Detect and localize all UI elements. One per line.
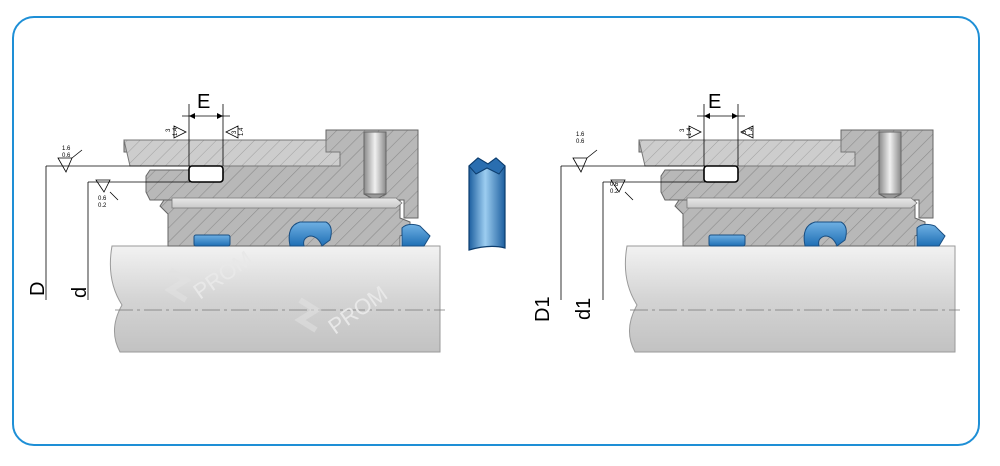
left-seal-assembly: [45, 103, 446, 353]
seal-profile: [468, 157, 506, 251]
right-e-label: E: [708, 91, 721, 113]
right-rough-inner-top: 0.6: [610, 182, 619, 188]
watermark-logo: [164, 267, 322, 333]
left-rough-inner-top: 0.6: [98, 196, 107, 202]
left-flank-right-bottom: 1.4: [239, 127, 245, 136]
left-labels: E D d 1.6 0.6 0.6 0.2 3 1.4 3 1.4: [27, 91, 245, 298]
right-rough-inner-bottom: 0.2: [610, 189, 619, 195]
left-flank-left-top: 3: [166, 128, 172, 132]
left-flank-right-top: 3: [232, 130, 238, 134]
right-rough-outer-top: 1.6: [576, 132, 585, 138]
left-rough-outer-top: 1.6: [62, 146, 71, 152]
left-small-d-label: d: [69, 287, 91, 298]
left-d-label: D: [27, 282, 49, 296]
left-rough-inner-bottom: 0.2: [98, 203, 107, 209]
right-seal-assembly: [560, 103, 961, 353]
left-flank-left-bottom: 1.4: [173, 127, 179, 136]
right-rough-outer-bottom: 0.6: [576, 139, 585, 145]
left-rough-outer-bottom: 0.6: [62, 153, 71, 159]
right-d1-label: D1: [532, 296, 554, 322]
right-labels: E D1 d1 1.6 0.6 0.6 0.2 3 1.4 3 1.4: [532, 91, 755, 322]
right-flank-left-bottom: 1.4: [687, 127, 693, 136]
right-flank-right-top: 3: [742, 130, 748, 134]
right-flank-left-top: 3: [680, 128, 686, 132]
right-small-d1-label: d1: [573, 298, 595, 320]
right-flank-right-bottom: 1.4: [749, 127, 755, 136]
left-e-label: E: [197, 91, 210, 113]
